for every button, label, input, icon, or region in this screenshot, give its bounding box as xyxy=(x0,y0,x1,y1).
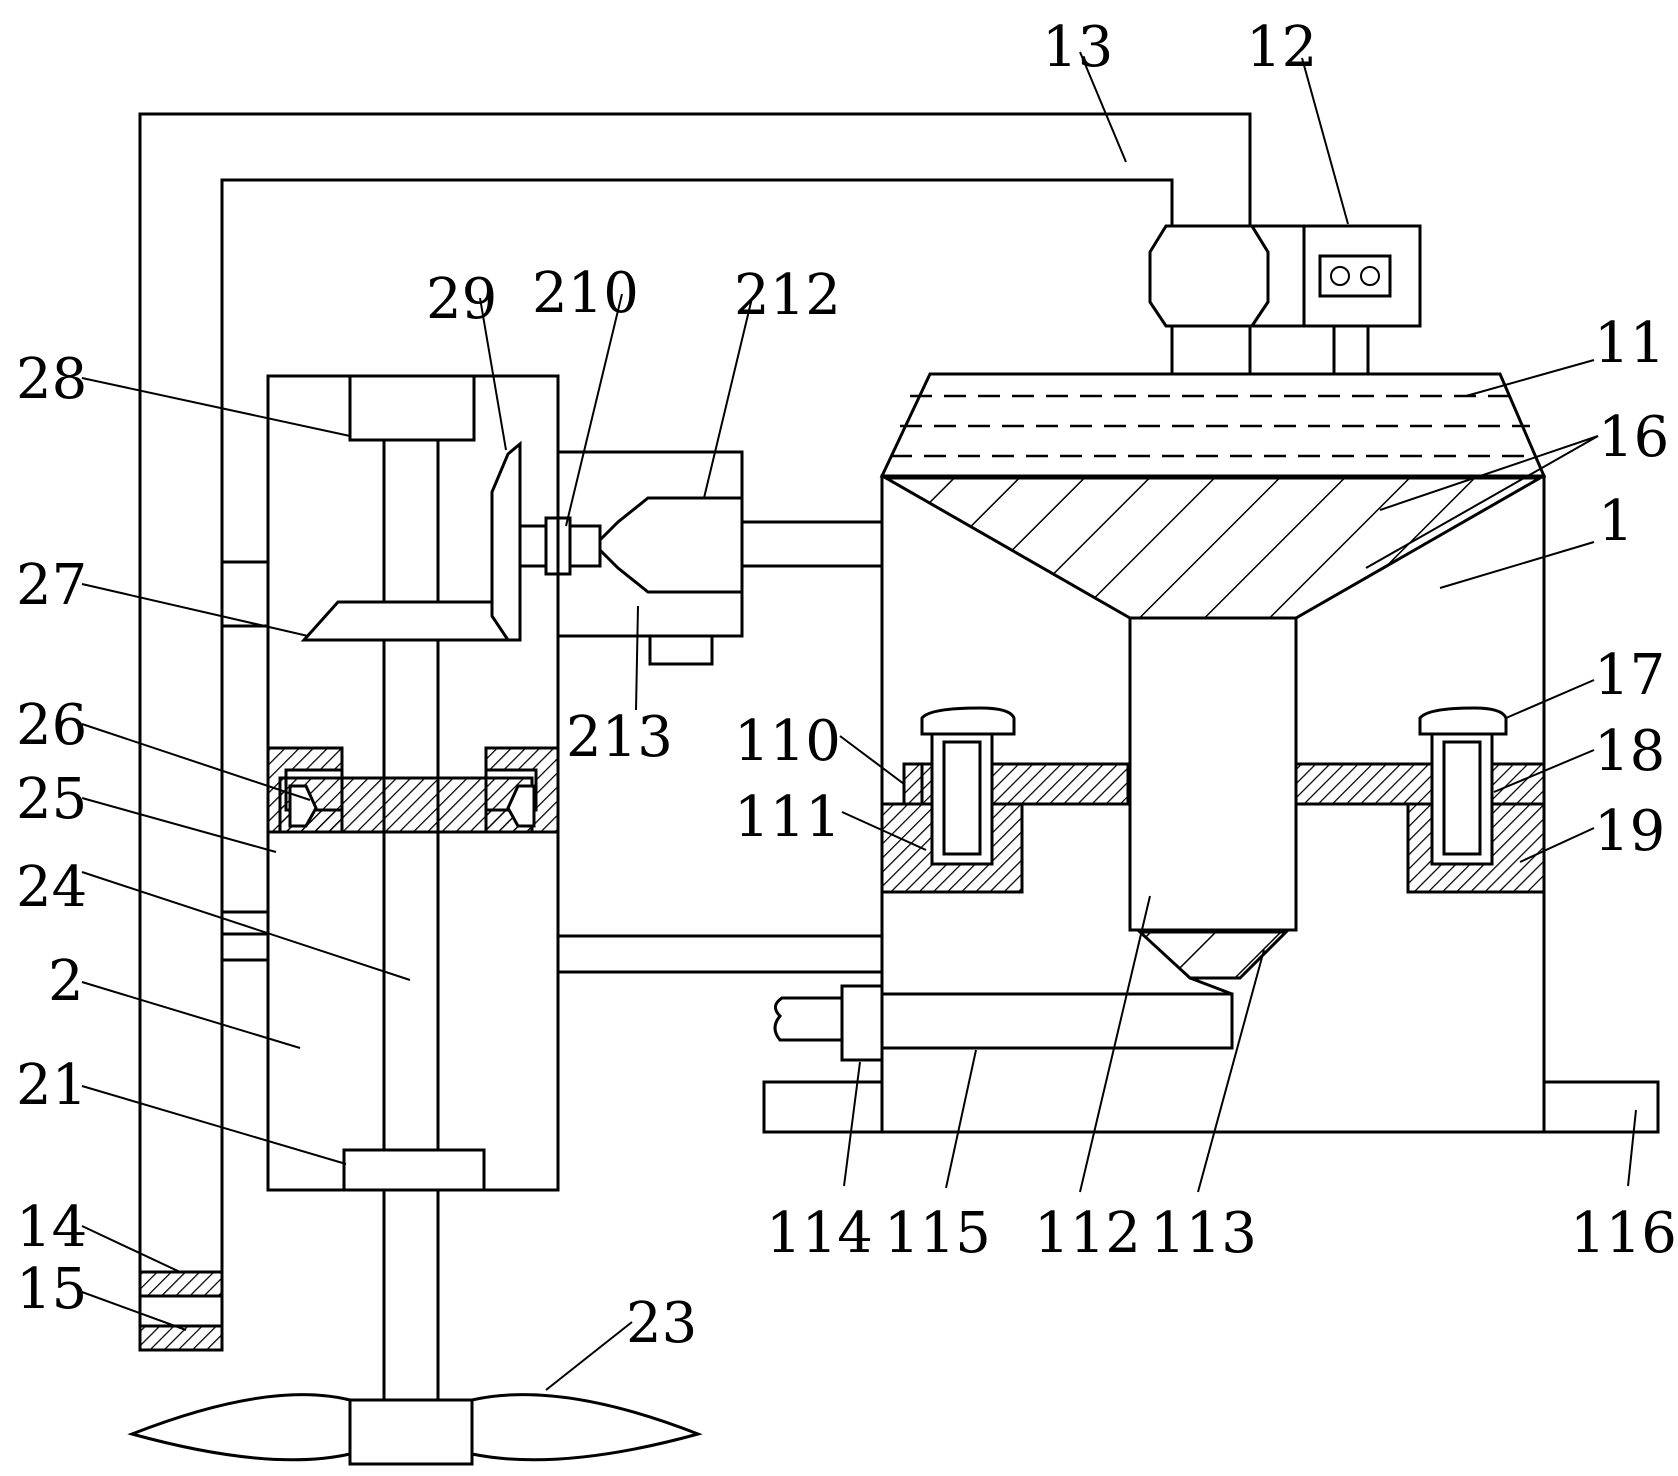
label-110: 110 xyxy=(734,709,841,774)
bolt-right xyxy=(1418,706,1508,866)
label-115: 115 xyxy=(884,1201,991,1266)
impeller-23 xyxy=(127,1393,703,1466)
motor-assembly xyxy=(514,450,744,666)
label-114: 114 xyxy=(766,1201,873,1266)
label-18: 18 xyxy=(1594,719,1665,784)
connector-upper xyxy=(740,520,884,568)
outlet-pipe-stub xyxy=(773,996,844,1042)
part-labels: 13 12 11 16 1 17 18 19 116 28 27 26 25 2… xyxy=(16,15,1677,1356)
label-13: 13 xyxy=(1042,15,1113,80)
label-23: 23 xyxy=(626,1291,697,1356)
frame-pipe xyxy=(138,112,1252,1352)
label-2: 2 xyxy=(48,949,84,1014)
label-17: 17 xyxy=(1594,643,1665,708)
bevel-gear-27 xyxy=(300,600,510,642)
outlet-pipe xyxy=(880,992,1234,1050)
bottom-bearing-21 xyxy=(342,1148,486,1192)
pad-14 xyxy=(138,1270,224,1298)
label-213: 213 xyxy=(566,705,673,770)
label-11: 11 xyxy=(1594,311,1665,376)
label-210: 210 xyxy=(532,261,639,326)
label-21: 21 xyxy=(16,1053,87,1118)
valve-113 xyxy=(1136,930,1290,980)
leader-lines xyxy=(81,51,1637,1391)
label-19: 19 xyxy=(1594,799,1665,864)
label-26: 26 xyxy=(16,693,87,758)
label-24: 24 xyxy=(16,855,87,920)
label-112: 112 xyxy=(1034,1201,1141,1266)
connector-lower xyxy=(556,934,884,974)
label-29: 29 xyxy=(426,267,497,332)
label-116: 116 xyxy=(1570,1201,1677,1266)
label-212: 212 xyxy=(734,263,841,328)
shelf-right xyxy=(1294,762,1546,806)
bevel-gear-29 xyxy=(490,440,522,642)
label-1: 1 xyxy=(1598,489,1634,554)
frame-bracket-upper xyxy=(220,560,270,628)
label-113: 113 xyxy=(1150,1201,1257,1266)
top-bearing-28 xyxy=(348,374,476,442)
label-14: 14 xyxy=(16,1195,87,1260)
pump-assembly xyxy=(1148,224,1422,376)
frame-bracket-lower xyxy=(220,910,270,962)
label-28: 28 xyxy=(16,347,87,412)
label-15: 15 xyxy=(16,1257,87,1322)
label-16: 16 xyxy=(1598,405,1669,470)
bolt-left xyxy=(920,706,1016,866)
central-tube xyxy=(1128,616,1298,932)
hub-26 xyxy=(278,776,534,834)
base-plate-right xyxy=(1542,1080,1660,1134)
label-27: 27 xyxy=(16,553,87,618)
pad-15 xyxy=(138,1324,224,1352)
outlet-flange xyxy=(840,984,884,1062)
shelf-left-edge xyxy=(902,762,924,806)
label-25: 25 xyxy=(16,767,87,832)
label-12: 12 xyxy=(1246,15,1317,80)
label-111: 111 xyxy=(734,785,841,850)
base-plate-left xyxy=(762,1080,884,1134)
